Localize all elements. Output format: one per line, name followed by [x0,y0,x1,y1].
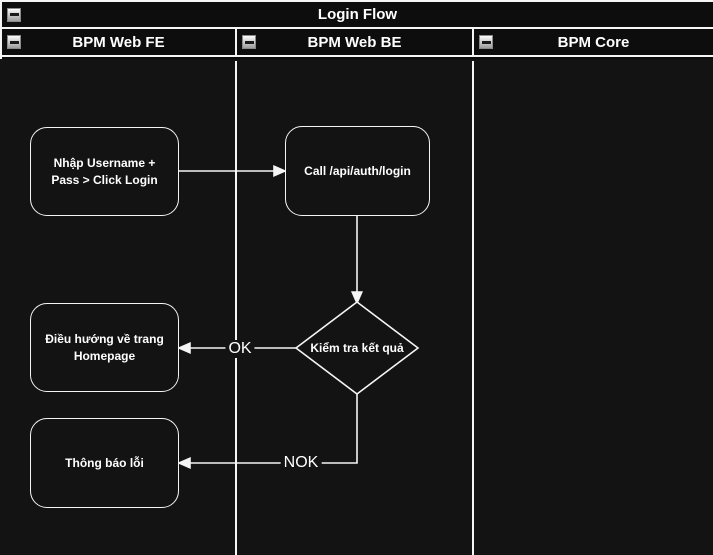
collapse-icon[interactable] [242,35,256,49]
node-label: Call /api/auth/login [304,163,411,178]
node-dieu-huong-homepage[interactable]: Điều hướng về trang Homepage [30,303,179,392]
minus-glyph [244,40,254,44]
lane-header-bpm-web-fe[interactable]: BPM Web FE [2,29,237,57]
minus-glyph [481,40,491,44]
lane-header-bpm-web-be[interactable]: BPM Web BE [237,29,474,57]
node-nhap-username[interactable]: Nhập Username + Pass > Click Login [30,127,179,216]
lane-label: BPM Web FE [72,33,165,51]
lane-label: BPM Web BE [307,33,402,51]
lane-header-row: BPM Web FE BPM Web BE BPM Core [2,29,713,59]
lane-label: BPM Core [557,33,630,51]
minus-glyph [9,13,19,16]
lane-body-bpm-core [474,61,713,555]
collapse-icon[interactable] [479,35,493,49]
node-thong-bao-loi[interactable]: Thông báo lỗi [30,418,179,508]
minus-glyph [9,40,19,44]
node-label: Điều hướng về trang Homepage [45,332,164,363]
collapse-icon[interactable] [7,7,21,22]
pool-title-bar[interactable]: Login Flow [2,2,713,29]
pool-header: Login Flow BPM Web FE BPM Web BE BPM Cor… [0,0,713,59]
pool-title: Login Flow [317,6,398,23]
edge-label-nok: NOK [280,454,322,472]
node-call-api-login[interactable]: Call /api/auth/login [285,126,430,216]
collapse-icon[interactable] [7,35,21,49]
node-label: Thông báo lỗi [65,455,144,470]
node-decision-label: Kiểm tra kết quả [310,341,404,355]
lane-header-bpm-core[interactable]: BPM Core [474,29,713,57]
edge-label-ok: OK [225,340,255,358]
node-label: Nhập Username + Pass > Click Login [51,156,158,187]
